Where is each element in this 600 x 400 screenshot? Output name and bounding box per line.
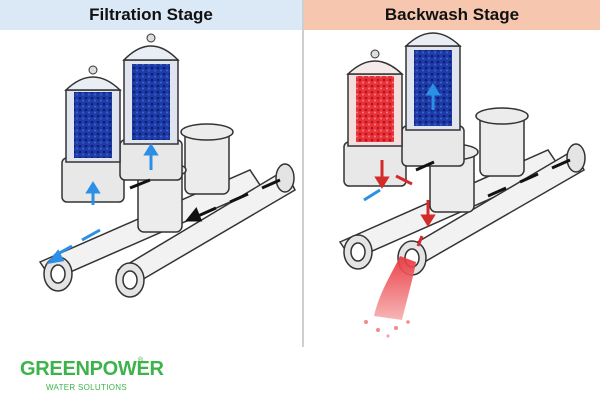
filter-housing-2 [122,33,180,145]
logo-subtitle: WATER SOLUTIONS [46,383,127,392]
filtration-panel: Filtration Stage [0,0,302,347]
filter-housing-active [404,32,462,131]
footer [0,347,600,400]
backwash-flow-arrows [374,160,436,247]
backwash-discharge-spray [364,256,416,338]
filtered-flow-arrows [46,143,159,265]
backwash-illustration [338,32,586,338]
filtered-flow-arrows [363,83,441,202]
filtration-title: Filtration Stage [89,5,213,24]
greenpower-logo: GREENPOWER ® WATER SOLUTIONS [20,357,164,395]
filtration-illustration [38,33,296,298]
panel-divider [302,0,304,347]
backwash-panel: Backwash Stage [304,0,600,347]
inlet-flow-arrows [129,178,281,222]
logo-registered-mark: ® [138,357,144,364]
filter-housing-backwash [346,49,404,147]
backwash-header: Backwash Stage [304,0,600,30]
backwash-title: Backwash Stage [384,5,520,24]
upper-pipe [115,163,296,298]
filtration-header: Filtration Stage [0,0,302,30]
inlet-flow-arrows [415,158,571,198]
filter-housing-1 [64,65,122,163]
logo-brand: GREENPOWER [20,358,164,380]
